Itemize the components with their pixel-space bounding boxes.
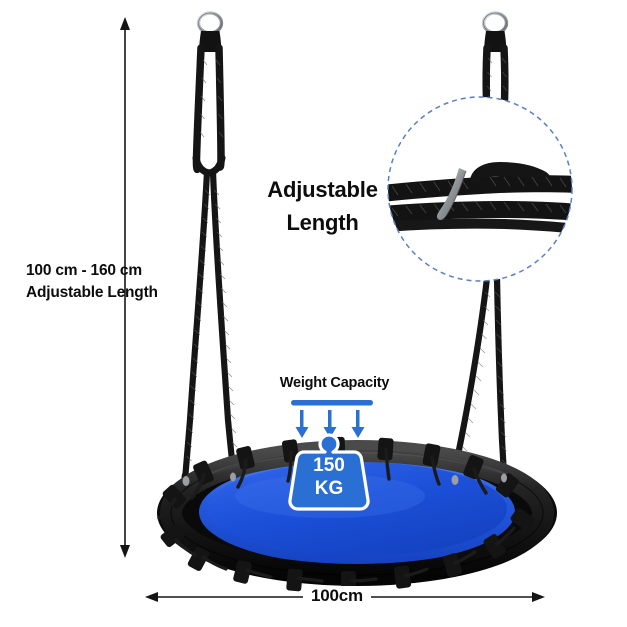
width-dimension-label: 100cm [303,586,371,606]
adjustable-line-1: Adjustable [267,177,378,202]
length-dimension-label: 100 cm - 160 cm Adjustable Length [26,260,158,304]
callout-dashed-border [387,96,573,282]
left-rope-hanger [181,11,238,483]
weight-capacity-label: Weight Capacity [279,375,390,391]
length-caption-text: Adjustable Length [26,284,158,301]
left-clip [182,476,190,486]
weight-value-text: 150 [313,455,345,476]
weight-capacity-arrows [291,400,373,438]
adjustable-line-2: Length [286,210,359,235]
length-dimension-arrow [120,17,130,558]
buckle-icon [436,168,467,220]
weight-unit-text: KG [314,478,344,499]
down-arrow-group [295,410,365,438]
lacing-straps-lower [174,526,516,583]
adjustable-length-callout-label: Adjustable Length [255,173,390,239]
right-clip [451,475,459,485]
length-range-text: 100 cm - 160 cm [26,262,142,279]
adjustable-buckle-callout [387,96,573,282]
weight-badge [288,433,370,511]
callout-content [388,97,572,281]
weight-bar [291,400,373,406]
